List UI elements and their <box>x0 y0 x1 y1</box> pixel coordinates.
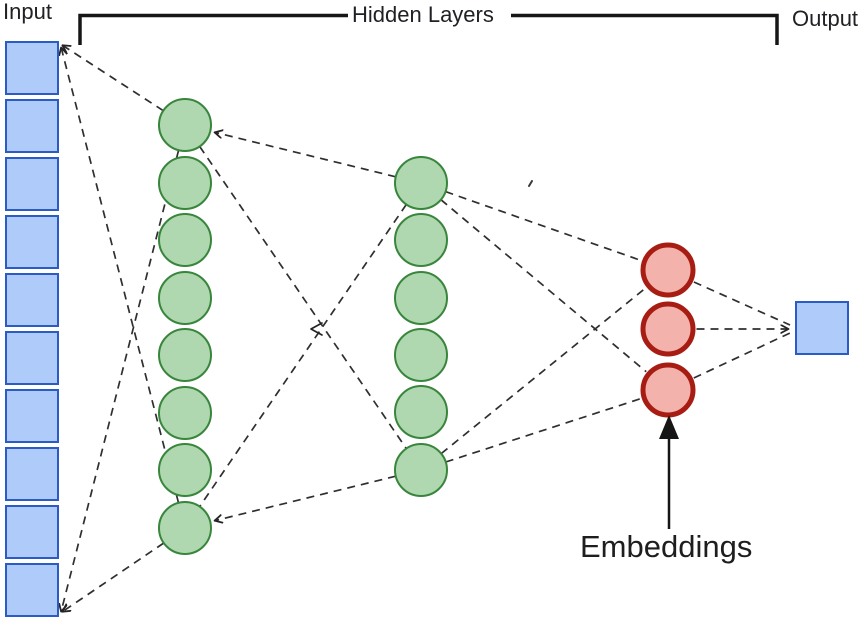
hidden-layer1-node <box>158 156 212 210</box>
embeddings-label: Embeddings <box>580 529 753 564</box>
stray-mark <box>528 180 533 187</box>
hidden-layer2-node <box>394 271 448 325</box>
connection-lines <box>61 44 791 613</box>
hidden-layer2-node <box>394 328 448 382</box>
input-node <box>5 41 59 95</box>
hidden-layers-bracket-right <box>511 13 779 45</box>
edge-line <box>214 475 397 521</box>
output-label: Output <box>792 6 859 31</box>
edge-line <box>61 149 180 612</box>
input-node <box>5 447 59 501</box>
embedding-node <box>640 362 696 418</box>
edge-line <box>693 332 791 379</box>
edge-line <box>61 47 180 504</box>
edge-line <box>214 132 397 178</box>
input-node <box>5 563 59 617</box>
embedding-node <box>640 301 696 357</box>
annotations <box>78 13 779 529</box>
input-label: Input <box>3 0 52 24</box>
hidden-layer2-node <box>394 443 448 497</box>
input-node <box>5 215 59 269</box>
input-node <box>5 157 59 211</box>
hidden-layers-label: Hidden Layers <box>352 2 494 27</box>
hidden-layer1-node <box>158 213 212 267</box>
network-nodes <box>5 41 849 617</box>
hidden-layer2-node <box>394 156 448 210</box>
hidden-layer1-node <box>158 501 212 555</box>
edge-line <box>445 397 642 463</box>
hidden-layer1-node <box>158 386 212 440</box>
embeddings-arrowhead-icon <box>659 415 679 439</box>
hidden-layers-bracket-left <box>78 13 348 45</box>
edge-line <box>445 190 642 262</box>
input-node <box>5 273 59 327</box>
edge-line <box>440 287 647 455</box>
input-node <box>5 99 59 153</box>
embedding-node <box>640 242 696 298</box>
hidden-layer1-node <box>158 271 212 325</box>
input-node <box>5 505 59 559</box>
hidden-layer2-node <box>394 385 448 439</box>
output-node <box>795 301 849 355</box>
crossing-arrowhead-icon <box>310 322 323 336</box>
hidden-layer1-node <box>158 328 212 382</box>
edge-line <box>198 146 408 449</box>
input-node <box>5 331 59 385</box>
edge-line <box>198 204 408 507</box>
input-node <box>5 389 59 443</box>
edge-line <box>62 542 165 613</box>
hidden-layer1-node <box>158 98 212 152</box>
hidden-layer2-node <box>394 213 448 267</box>
hidden-layer1-node <box>158 443 212 497</box>
edge-line <box>62 44 164 112</box>
edge-line <box>693 281 791 326</box>
edge-line <box>440 199 647 373</box>
